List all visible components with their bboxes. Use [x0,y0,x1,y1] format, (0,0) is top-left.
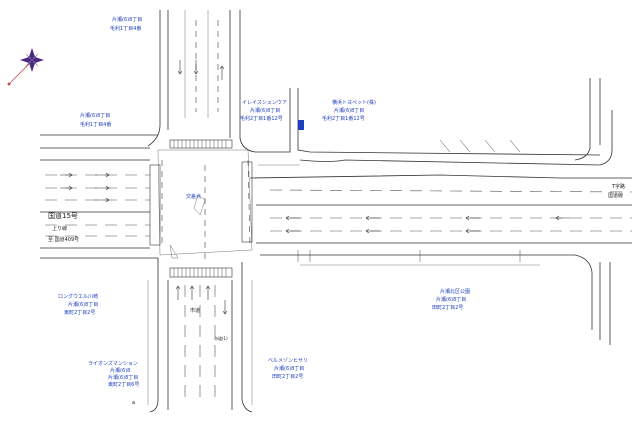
svg-text:片瀬(6)8丁目: 片瀬(6)8丁目 [108,374,138,381]
svg-text:毛利1丁目4番: 毛利1丁目4番 [80,121,111,128]
lane-arrows-east [285,215,570,234]
svg-text:片瀬(6)8丁目: 片瀬(6)8丁目 [334,107,364,114]
svg-text:片瀬北区公園: 片瀬北区公園 [440,288,470,295]
svg-text:東町2丁目6号: 東町2丁目6号 [108,381,139,388]
svg-text:片瀬(6)8丁目: 片瀬(6)8丁目 [436,296,466,303]
label-right-road: T字路 国道線 [608,183,625,199]
svg-text:国道線: 国道線 [608,192,623,199]
svg-text:片瀬(6)8丁目: 片瀬(6)8丁目 [112,16,142,23]
crosswalk-west [149,164,161,246]
label-building-top-1: 片瀬(6)8丁目 毛利1丁目4番 [110,16,142,32]
label-left-street: 市道(1) [214,335,228,341]
label-building-left-1: 片瀬(6)8丁目 毛利1丁目4番 [80,112,111,128]
svg-text:ライオンズマンション: ライオンズマンション [88,360,138,367]
label-route-road: 国道15号 上り線 至 国道409号 [48,211,79,243]
svg-text:国道15号: 国道15号 [48,211,78,220]
svg-text:片瀬(6)8丁目: 片瀬(6)8丁目 [250,107,280,114]
label-center-mark: 交差点 [186,193,201,200]
label-building-bottom-left: ライオンズマンション 片瀬(6)8 片瀬(6)8丁目 東町2丁目6号 [88,360,139,388]
lane-arrows-west [60,172,110,203]
svg-text:T字路: T字路 [611,183,625,190]
label-building-right-top: 横浜トヨペット(株) 片瀬(6)8丁目 毛利2丁目1番12号 [322,99,376,122]
svg-text:ロングウエル川崎: ロングウエル川崎 [58,293,98,300]
svg-text:毛利2丁目1番12号: 毛利2丁目1番12号 [240,115,283,122]
svg-text:上り線: 上り線 [52,225,67,232]
page-mark: a [132,400,135,406]
svg-text:片瀬(6)8丁目: 片瀬(6)8丁目 [80,112,110,119]
svg-text:片瀬(6)8: 片瀬(6)8 [110,367,130,374]
north-arrow-icon [7,48,44,86]
svg-text:イレイスシェンウア: イレイスシェンウア [242,99,287,106]
svg-text:毛利1丁目4番: 毛利1丁目4番 [110,25,141,32]
svg-text:至 国道409号: 至 国道409号 [48,236,79,243]
svg-text:東町2丁目2号: 東町2丁目2号 [64,309,95,316]
label-building-bottom-mid: ベルメゾンヒサリ 片瀬(6)8丁目 田町2丁目2号 [268,358,308,380]
crosswalk-south [169,267,233,278]
svg-text:片瀬(6)8丁目: 片瀬(6)8丁目 [68,301,98,308]
svg-text:田町2丁目2号: 田町2丁目2号 [272,374,303,380]
crosswalk-east [241,161,253,243]
label-side-street: 市道 [190,307,200,314]
svg-text:毛利2丁目1番12号: 毛利2丁目1番12号 [322,115,365,122]
label-park: 片瀬北区公園 片瀬(6)8丁目 田町2丁目2号 [432,288,470,311]
svg-text:横浜トヨペット(株): 横浜トヨペット(株) [332,99,376,106]
svg-text:ベルメゾンヒサリ: ベルメゾンヒサリ [268,358,308,364]
svg-text:田町2丁目2号: 田町2丁目2号 [432,305,463,311]
lane-arrows-north [177,60,225,80]
roadside-marks [297,120,521,262]
label-building-lower-left: ロングウエル川崎 片瀬(6)8丁目 東町2丁目2号 [58,293,98,316]
label-building-mid: イレイスシェンウア 片瀬(6)8丁目 毛利2丁目1番12号 [240,99,287,122]
crosswalk-north [169,139,233,149]
svg-text:片瀬(6)8丁目: 片瀬(6)8丁目 [274,365,304,372]
lane-arrows-south [175,285,228,315]
